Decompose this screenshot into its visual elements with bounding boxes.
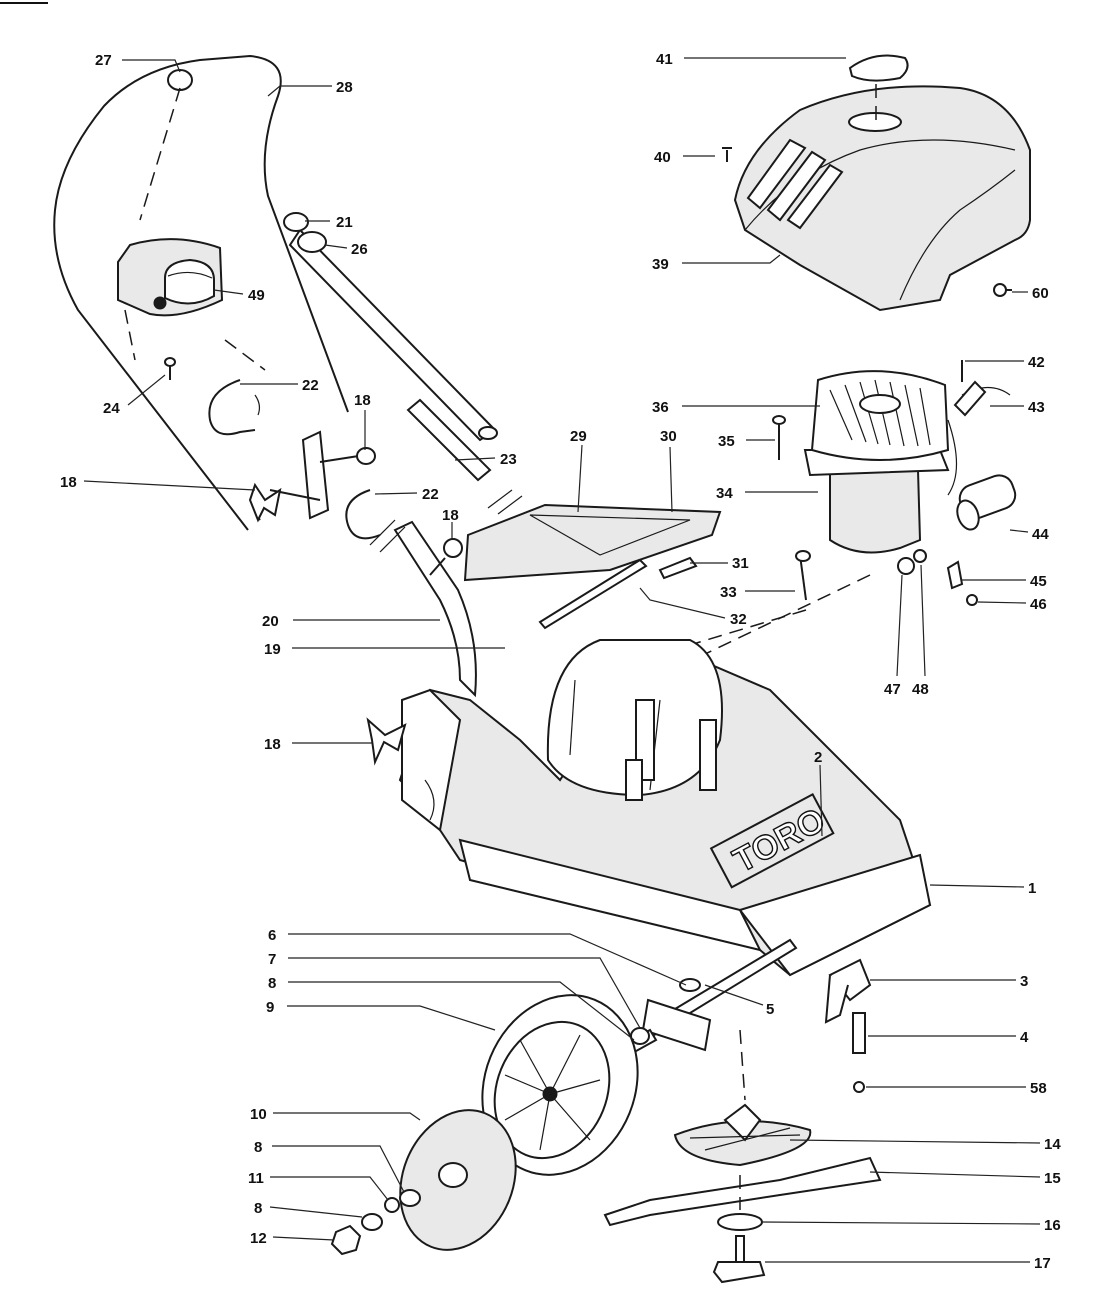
part-number-labels: 27 28 21 26 49 24 22 18 18 23 22 18 29 3… <box>60 51 1061 1272</box>
handle-assembly <box>53 54 523 698</box>
callout-12: 12 <box>250 1230 267 1247</box>
callout-18-bolt: 18 <box>354 392 371 409</box>
motor-cover <box>722 54 1031 312</box>
callout-11: 11 <box>248 1170 264 1187</box>
callout-3: 3 <box>1020 973 1028 990</box>
callout-33: 33 <box>720 584 737 601</box>
callout-60: 60 <box>1032 285 1049 302</box>
callout-48: 48 <box>912 681 929 698</box>
callout-14: 14 <box>1044 1136 1061 1153</box>
callout-30: 30 <box>660 428 677 445</box>
callout-22-upper: 22 <box>302 377 319 394</box>
blade-assembly <box>603 1103 882 1284</box>
callout-29: 29 <box>570 428 587 445</box>
callout-46: 46 <box>1030 596 1047 613</box>
callout-47: 47 <box>884 681 901 698</box>
callout-49: 49 <box>248 287 265 304</box>
callout-21: 21 <box>336 214 353 231</box>
callout-7: 7 <box>268 951 276 968</box>
callout-44: 44 <box>1032 526 1049 543</box>
callout-17: 17 <box>1034 1255 1051 1272</box>
callout-4: 4 <box>1020 1029 1029 1046</box>
callout-26: 26 <box>351 241 368 258</box>
callout-18-screw: 18 <box>442 507 459 524</box>
callout-8-axle: 8 <box>268 975 276 992</box>
callout-8-outer: 8 <box>254 1200 262 1217</box>
callout-1: 1 <box>1028 880 1036 897</box>
leader-lines <box>83 57 1041 1263</box>
callout-9: 9 <box>266 999 274 1016</box>
callout-27: 27 <box>95 52 112 69</box>
motor-plate <box>463 503 722 630</box>
callout-19: 19 <box>264 641 281 658</box>
callout-23: 23 <box>500 451 517 468</box>
callout-6: 6 <box>268 927 276 944</box>
callout-40: 40 <box>654 149 671 166</box>
callout-41: 41 <box>656 51 673 68</box>
callout-39: 39 <box>652 256 669 273</box>
callout-18-front-knob: 18 <box>264 736 281 753</box>
callout-15: 15 <box>1044 1170 1061 1187</box>
callout-22-lower: 22 <box>422 486 439 503</box>
callout-24: 24 <box>103 400 120 417</box>
callout-31: 31 <box>732 555 749 572</box>
callout-36: 36 <box>652 399 669 416</box>
callout-8-hub: 8 <box>254 1139 262 1156</box>
callout-35: 35 <box>718 433 735 450</box>
axle-assembly <box>613 938 798 1101</box>
callout-28: 28 <box>336 79 353 96</box>
callout-5: 5 <box>766 1001 774 1018</box>
callout-18-left-knob: 18 <box>60 474 77 491</box>
callout-16: 16 <box>1044 1217 1061 1234</box>
callout-42: 42 <box>1028 354 1045 371</box>
callout-2: 2 <box>814 749 822 766</box>
callout-45: 45 <box>1030 573 1047 590</box>
callout-34: 34 <box>716 485 733 502</box>
callout-10: 10 <box>250 1106 267 1123</box>
callout-58: 58 <box>1030 1080 1047 1097</box>
wheel-assembly <box>330 994 639 1256</box>
callout-20: 20 <box>262 613 279 630</box>
callout-43: 43 <box>1028 399 1045 416</box>
callout-32: 32 <box>730 611 747 628</box>
